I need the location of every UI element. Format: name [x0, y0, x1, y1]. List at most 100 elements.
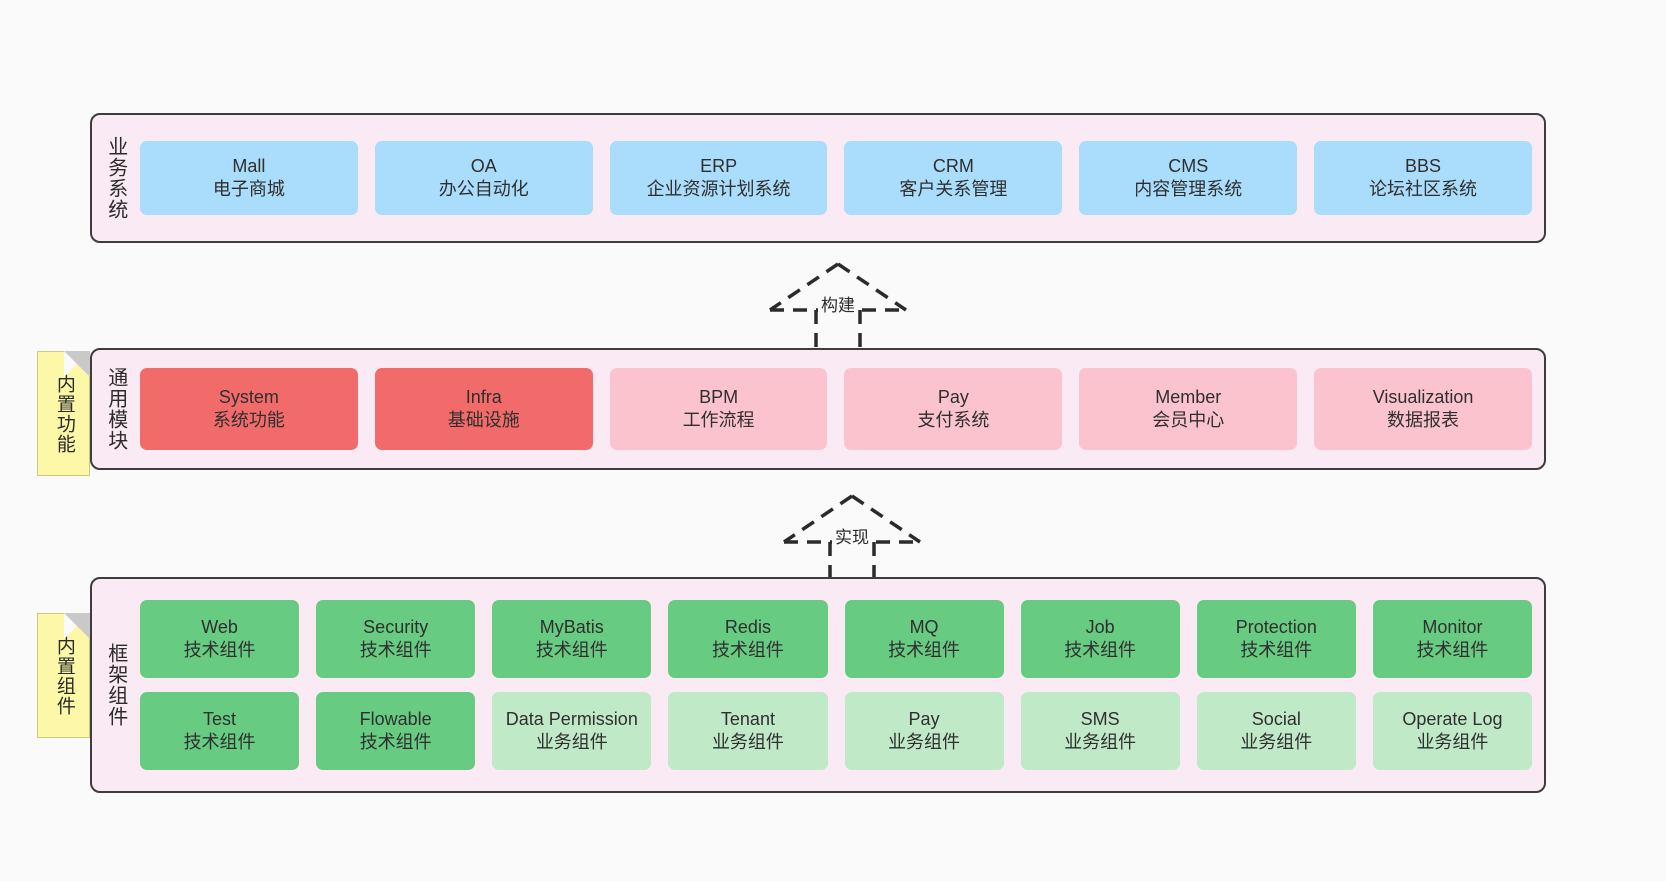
connector-build: 构建 [758, 258, 918, 358]
card-pay[interactable]: Pay 支付系统 [844, 368, 1063, 450]
card-subtitle: 企业资源计划系统 [646, 179, 791, 199]
card-flowable[interactable]: Flowable 技术组件 [316, 692, 476, 770]
card-web[interactable]: Web 技术组件 [140, 600, 300, 678]
card-subtitle: 论坛社区系统 [1369, 179, 1478, 199]
card-title: Data Permission [505, 708, 638, 729]
card-protection[interactable]: Protection 技术组件 [1196, 600, 1356, 678]
card-title: MQ [909, 616, 939, 637]
card-mq[interactable]: MQ 技术组件 [844, 600, 1004, 678]
card-row: Mall 电子商城 OA 办公自动化 ERP 企业资源计划系统 CRM 客户关系… [140, 141, 1532, 215]
card-subtitle: 技术组件 [1240, 640, 1313, 660]
connector-label-implement: 实现 [832, 523, 872, 548]
card-tenant[interactable]: Tenant 业务组件 [668, 692, 828, 770]
card-title: Member [1155, 386, 1222, 407]
card-subtitle: 技术组件 [1064, 640, 1137, 660]
layer-common-module: 通用模块 System 系统功能 Infra 基础设施 BPM 工作流程 Pay… [90, 348, 1546, 470]
card-title: Test [203, 708, 237, 729]
card-subtitle: 支付系统 [917, 410, 990, 430]
sticky-label: 内置组件 [53, 635, 75, 716]
card-title: Job [1085, 616, 1115, 637]
layer-business-system: 业务系统 Mall 电子商城 OA 办公自动化 ERP 企业资源计划系统 CRM… [90, 113, 1546, 243]
layer-title-business: 业务系统 [104, 136, 127, 220]
card-title: Security [363, 616, 429, 637]
card-title: Monitor [1422, 616, 1483, 637]
card-subtitle: 内容管理系统 [1134, 179, 1243, 199]
card-title: Visualization [1372, 386, 1474, 407]
card-pay-component[interactable]: Pay 业务组件 [844, 692, 1004, 770]
card-bpm[interactable]: BPM 工作流程 [609, 368, 828, 450]
card-title: BBS [1405, 155, 1442, 176]
layer-title-framework: 框架组件 [104, 643, 127, 727]
connector-implement: 实现 [772, 490, 932, 590]
connector-label-build: 构建 [818, 291, 858, 316]
layer-body-business: Mall 电子商城 OA 办公自动化 ERP 企业资源计划系统 CRM 客户关系… [138, 115, 1544, 241]
card-title: Operate Log [1402, 708, 1503, 729]
card-mybatis[interactable]: MyBatis 技术组件 [492, 600, 652, 678]
card-security[interactable]: Security 技术组件 [316, 600, 476, 678]
card-data-permission[interactable]: Data Permission 业务组件 [492, 692, 652, 770]
card-subtitle: 技术组件 [888, 640, 961, 660]
card-subtitle: 基础设施 [447, 410, 520, 430]
card-title: Pay [937, 386, 969, 407]
card-title: CRM [932, 155, 974, 176]
card-subtitle: 技术组件 [359, 640, 432, 660]
card-row: Web 技术组件 Security 技术组件 MyBatis 技术组件 Redi… [140, 600, 1532, 678]
card-operate-log[interactable]: Operate Log 业务组件 [1372, 692, 1532, 770]
layer-body-framework: Web 技术组件 Security 技术组件 MyBatis 技术组件 Redi… [138, 579, 1544, 791]
card-title: ERP [700, 155, 738, 176]
card-subtitle: 数据报表 [1387, 410, 1460, 430]
card-subtitle: 工作流程 [682, 410, 755, 430]
card-subtitle: 业务组件 [888, 732, 961, 752]
card-subtitle: 系统功能 [212, 410, 285, 430]
card-row: System 系统功能 Infra 基础设施 BPM 工作流程 Pay 支付系统… [140, 368, 1532, 450]
card-title: OA [470, 155, 497, 176]
sticky-label: 内置功能 [53, 373, 75, 454]
card-title: Web [201, 616, 238, 637]
card-subtitle: 技术组件 [359, 732, 432, 752]
card-job[interactable]: Job 技术组件 [1020, 600, 1180, 678]
card-title: System [218, 386, 279, 407]
card-title: Tenant [720, 708, 775, 729]
card-title: Protection [1235, 616, 1317, 637]
card-crm[interactable]: CRM 客户关系管理 [844, 141, 1063, 215]
sticky-note-builtin-features: 内置功能 [37, 351, 90, 476]
card-title: SMS [1080, 708, 1120, 729]
card-redis[interactable]: Redis 技术组件 [668, 600, 828, 678]
card-cms[interactable]: CMS 内容管理系统 [1079, 141, 1298, 215]
card-erp[interactable]: ERP 企业资源计划系统 [609, 141, 828, 215]
layer-title-common: 通用模块 [104, 367, 127, 451]
card-bbs[interactable]: BBS 论坛社区系统 [1314, 141, 1532, 215]
card-subtitle: 客户关系管理 [899, 179, 1008, 199]
card-title: Redis [724, 616, 771, 637]
sticky-fold-icon [64, 613, 90, 639]
card-infra[interactable]: Infra 基础设施 [374, 368, 593, 450]
card-title: BPM [699, 386, 739, 407]
card-subtitle: 技术组件 [535, 640, 608, 660]
card-member[interactable]: Member 会员中心 [1079, 368, 1298, 450]
card-oa[interactable]: OA 办公自动化 [374, 141, 593, 215]
card-subtitle: 电子商城 [212, 179, 285, 199]
card-subtitle: 技术组件 [711, 640, 784, 660]
layer-body-common: System 系统功能 Infra 基础设施 BPM 工作流程 Pay 支付系统… [138, 350, 1544, 468]
card-visualization[interactable]: Visualization 数据报表 [1314, 368, 1532, 450]
card-subtitle: 业务组件 [1240, 732, 1313, 752]
sticky-fold-icon [64, 351, 90, 377]
card-social[interactable]: Social 业务组件 [1196, 692, 1356, 770]
card-title: Flowable [359, 708, 432, 729]
card-title: Social [1251, 708, 1301, 729]
card-system[interactable]: System 系统功能 [140, 368, 358, 450]
card-subtitle: 业务组件 [535, 732, 608, 752]
card-monitor[interactable]: Monitor 技术组件 [1372, 600, 1532, 678]
card-subtitle: 技术组件 [183, 640, 256, 660]
card-subtitle: 技术组件 [183, 732, 256, 752]
card-subtitle: 会员中心 [1152, 410, 1225, 430]
card-title: Mall [232, 155, 266, 176]
card-subtitle: 技术组件 [1416, 640, 1489, 660]
card-test[interactable]: Test 技术组件 [140, 692, 300, 770]
card-subtitle: 业务组件 [1416, 732, 1489, 752]
card-sms[interactable]: SMS 业务组件 [1020, 692, 1180, 770]
card-mall[interactable]: Mall 电子商城 [140, 141, 358, 215]
card-row: Test 技术组件 Flowable 技术组件 Data Permission … [140, 692, 1532, 770]
card-title: Infra [465, 386, 502, 407]
